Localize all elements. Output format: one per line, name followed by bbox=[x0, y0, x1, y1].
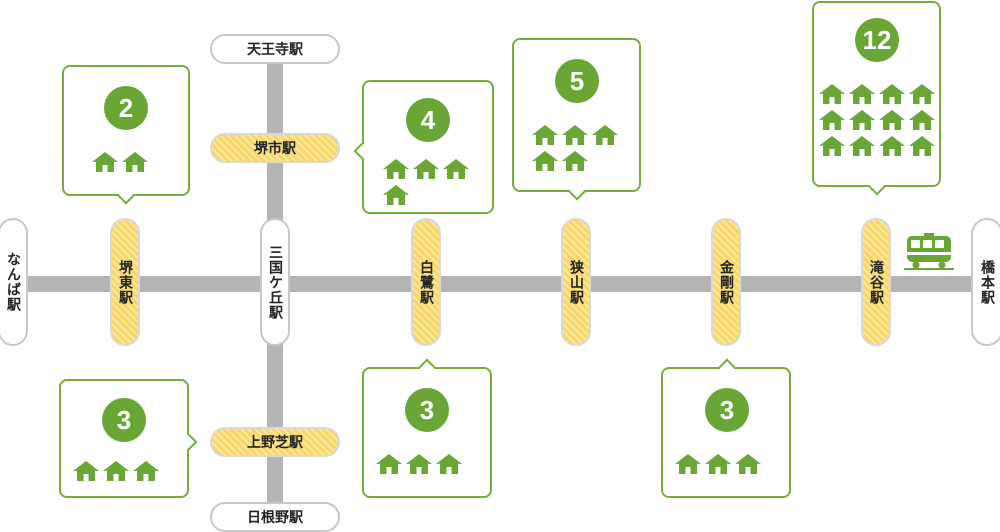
main-line bbox=[20, 276, 985, 292]
house-group bbox=[673, 451, 783, 477]
callout-sakaihigashi: 2 bbox=[62, 65, 190, 205]
house-icon bbox=[92, 152, 118, 172]
callout-pointer bbox=[180, 433, 198, 451]
house-icon bbox=[532, 125, 558, 145]
callout-sakaishi: 4 bbox=[353, 80, 494, 214]
house-icon bbox=[443, 159, 469, 179]
count-badge: 2 bbox=[104, 86, 148, 130]
house-icon bbox=[849, 84, 875, 104]
house-icon bbox=[406, 454, 432, 474]
station-label: 狭山駅 bbox=[568, 259, 584, 305]
station-label: 三国ケ丘駅 bbox=[267, 244, 283, 320]
house-icon bbox=[103, 461, 129, 481]
station-takinotani[interactable]: 滝谷駅 bbox=[861, 218, 891, 346]
station-sakaihigashi[interactable]: 堺東駅 bbox=[110, 218, 140, 346]
house-icon bbox=[819, 136, 845, 156]
house-icon bbox=[879, 136, 905, 156]
house-icon bbox=[879, 84, 905, 104]
house-icon bbox=[909, 84, 935, 104]
callout-pointer bbox=[868, 178, 886, 196]
station-label: 滝谷駅 bbox=[868, 259, 884, 305]
house-icon bbox=[735, 454, 761, 474]
house-icon bbox=[436, 454, 462, 474]
house-icon bbox=[819, 84, 845, 104]
house-group bbox=[71, 458, 181, 484]
count-badge: 4 bbox=[406, 98, 450, 142]
station-sakaishi[interactable]: 堺市駅 bbox=[210, 133, 340, 163]
house-group bbox=[374, 451, 484, 477]
callout-pointer bbox=[353, 142, 371, 160]
house-icon bbox=[675, 454, 701, 474]
station-label: 白鷺駅 bbox=[418, 259, 434, 305]
station-label: 金剛駅 bbox=[718, 259, 734, 305]
callout-sayama: 5 bbox=[512, 38, 641, 201]
station-tennoji[interactable]: 天王寺駅 bbox=[210, 34, 340, 64]
house-icon bbox=[879, 110, 905, 130]
house-icon bbox=[909, 110, 935, 130]
house-icon bbox=[73, 461, 99, 481]
house-group bbox=[381, 156, 481, 208]
station-label: なんば駅 bbox=[5, 252, 21, 312]
callout-pointer bbox=[117, 187, 135, 205]
train-icon bbox=[904, 233, 954, 270]
station-hine[interactable]: 日根野駅 bbox=[210, 502, 340, 532]
house-icon bbox=[562, 151, 588, 171]
house-group bbox=[530, 122, 630, 174]
house-icon bbox=[592, 125, 618, 145]
callout-pointer bbox=[718, 358, 736, 376]
callout-shirasagi: 3 bbox=[362, 358, 492, 498]
count-badge: 5 bbox=[555, 59, 599, 103]
count-badge: 3 bbox=[705, 388, 749, 432]
house-icon bbox=[909, 136, 935, 156]
station-label: 天王寺駅 bbox=[247, 42, 303, 58]
station-label: 日根野駅 bbox=[247, 510, 303, 526]
callout-uenoshiba: 3 bbox=[59, 379, 198, 498]
station-label: 堺市駅 bbox=[254, 141, 296, 157]
house-icon bbox=[122, 152, 148, 172]
house-group bbox=[90, 149, 166, 175]
station-sayama[interactable]: 狭山駅 bbox=[561, 218, 591, 346]
house-icon bbox=[532, 151, 558, 171]
callout-pointer bbox=[568, 183, 586, 201]
station-kongo[interactable]: 金剛駅 bbox=[711, 218, 741, 346]
callout-kongo: 3 bbox=[661, 358, 791, 498]
house-icon bbox=[562, 125, 588, 145]
station-namba[interactable]: なんば駅 bbox=[0, 218, 28, 346]
house-icon bbox=[705, 454, 731, 474]
station-mikunigaoka[interactable]: 三国ケ丘駅 bbox=[260, 218, 290, 346]
callout-takinotani: 12 bbox=[812, 1, 941, 196]
house-icon bbox=[819, 110, 845, 130]
house-icon bbox=[376, 454, 402, 474]
callout-pointer bbox=[418, 358, 436, 376]
count-badge: 12 bbox=[855, 18, 899, 62]
station-shirasagi[interactable]: 白鷺駅 bbox=[411, 218, 441, 346]
house-group bbox=[817, 81, 941, 159]
house-icon bbox=[413, 159, 439, 179]
station-label: 堺東駅 bbox=[117, 259, 133, 305]
station-label: 上野芝駅 bbox=[247, 435, 303, 451]
station-uenoshiba[interactable]: 上野芝駅 bbox=[210, 427, 340, 457]
count-badge: 3 bbox=[102, 398, 146, 442]
house-icon bbox=[383, 159, 409, 179]
house-icon bbox=[849, 136, 875, 156]
station-hashimoto[interactable]: 橋本駅 bbox=[971, 218, 1000, 346]
station-label: 橋本駅 bbox=[979, 259, 995, 305]
house-icon bbox=[133, 461, 159, 481]
house-icon bbox=[849, 110, 875, 130]
count-badge: 3 bbox=[405, 388, 449, 432]
house-icon bbox=[383, 185, 409, 205]
